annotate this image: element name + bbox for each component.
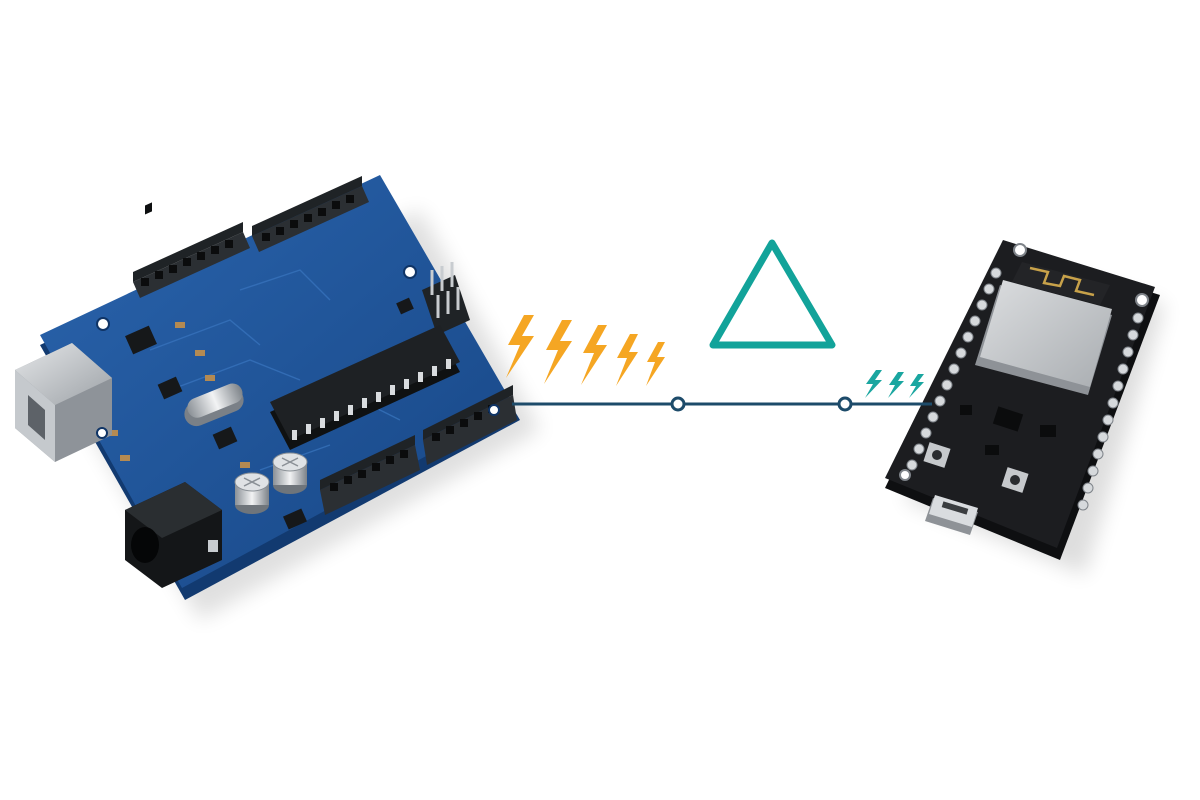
arduino-capacitor-1	[234, 472, 270, 514]
esp-left-pin-row	[906, 267, 1002, 471]
bolt-icon	[506, 315, 534, 378]
arduino-power-jack	[125, 482, 222, 588]
arduino-board-surface	[40, 175, 515, 588]
wire-node-right	[837, 396, 853, 412]
bolt-icon	[544, 320, 572, 384]
esp-smd-components	[960, 405, 1056, 455]
arduino-crystal	[184, 383, 244, 427]
arduino-bottom-header-left	[320, 435, 420, 515]
esp-micro-usb-port	[925, 495, 978, 535]
arduino-uno-board	[15, 175, 540, 620]
bolt-icon	[581, 325, 607, 385]
arduino-mounting-holes	[96, 265, 500, 439]
arduino-resistors	[108, 322, 250, 468]
high-voltage-bolts-icon	[506, 315, 665, 386]
arduino-capacitor-2	[272, 452, 308, 494]
esp-dev-board	[885, 240, 1165, 575]
arduino-atmega-chip	[270, 325, 460, 450]
wire-node-left	[670, 396, 686, 412]
esp-pcb-antenna	[1012, 262, 1110, 305]
bolt-icon	[616, 334, 638, 386]
bolt-icon	[865, 370, 882, 398]
low-voltage-bolts-icon	[865, 370, 924, 398]
bolt-icon	[909, 374, 924, 398]
arduino-usb-b-connector	[15, 343, 112, 462]
bolt-icon	[888, 372, 904, 398]
warning-triangle-icon	[709, 239, 836, 349]
connection-wire	[512, 396, 932, 412]
esp-boot-button	[1001, 467, 1029, 493]
arduino-top-header-left	[133, 202, 250, 298]
arduino-smd-components	[125, 297, 414, 530]
arduino-icsp-header	[422, 262, 470, 335]
esp-wifi-module-shield	[975, 280, 1112, 395]
esp-right-pin-row	[1077, 312, 1144, 511]
arduino-top-header-holes	[141, 195, 354, 286]
esp-reset-button	[923, 442, 951, 468]
bolt-icon	[646, 342, 665, 386]
esp-mounting-holes	[899, 243, 1149, 481]
